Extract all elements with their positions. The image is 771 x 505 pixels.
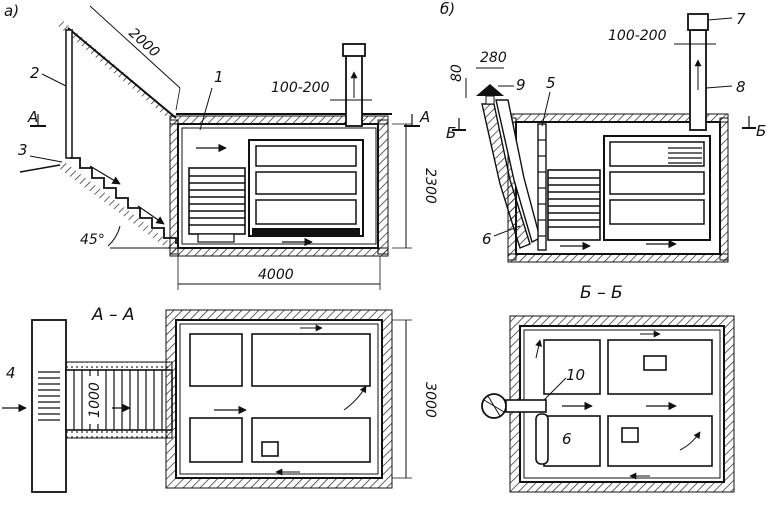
callout-5: 5 <box>546 74 556 92</box>
dim-3000: 3000 <box>422 382 438 418</box>
dim-100-200-b: 100-200 <box>608 28 667 44</box>
section-mark-b-left: Б <box>446 124 456 142</box>
slatted-bin <box>188 167 246 235</box>
panel-a-plan: А – А 4 1000 <box>2 305 438 493</box>
callout-9: 9 <box>516 76 526 94</box>
panel-b-elevation: б) <box>440 0 766 263</box>
duct-plan <box>535 413 549 465</box>
stair-door-post <box>65 29 73 159</box>
ladder <box>537 123 547 251</box>
shelving-unit <box>248 139 364 237</box>
vestibule <box>31 319 67 493</box>
section-mark-a-right: А <box>419 108 430 126</box>
vent-opening-a <box>261 441 279 457</box>
section-title-bb: Б – Б <box>580 283 623 303</box>
inlet-cap <box>476 84 504 96</box>
callout-3: 3 <box>18 141 28 159</box>
vent-opening-b <box>621 427 639 443</box>
slatted-bin-b <box>547 169 601 241</box>
dim-1000: 1000 <box>87 382 103 418</box>
callout-4: 4 <box>6 364 16 382</box>
callout-2: 2 <box>30 64 40 82</box>
dim-280: 280 <box>480 50 507 66</box>
panel-a-elevation: 2000 100-200 2300 4000 45° А А а) 1 2 3 <box>4 2 438 290</box>
angle-45: 45° <box>80 232 105 248</box>
dim-80: 80 <box>449 64 465 82</box>
callout-7: 7 <box>736 10 746 28</box>
section-title-aa: А – А <box>91 305 135 325</box>
callout-1: 1 <box>214 68 224 86</box>
callout-6: 6 <box>482 230 492 248</box>
callout-10: 10 <box>566 366 585 384</box>
exhaust-cap <box>687 13 709 31</box>
vent-cap-a <box>342 43 366 57</box>
callout-8: 8 <box>736 78 746 96</box>
stair-steps <box>70 157 177 244</box>
dim-4000: 4000 <box>258 267 294 283</box>
stair-ground-hatch <box>56 160 180 258</box>
callout-6-plan: 6 <box>562 430 572 448</box>
panel-b-plan: Б – Б 10 6 <box>481 283 735 493</box>
dim-2300: 2300 <box>422 168 438 204</box>
exhaust-opening <box>643 355 667 371</box>
panel-label-b: б) <box>440 0 455 18</box>
section-mark-a-left: А <box>27 108 38 126</box>
panel-label-a: а) <box>4 2 19 20</box>
dim-100-200-a: 100-200 <box>271 80 330 96</box>
ground-slope-hatch <box>58 20 170 120</box>
section-mark-b-right: Б <box>756 122 766 140</box>
